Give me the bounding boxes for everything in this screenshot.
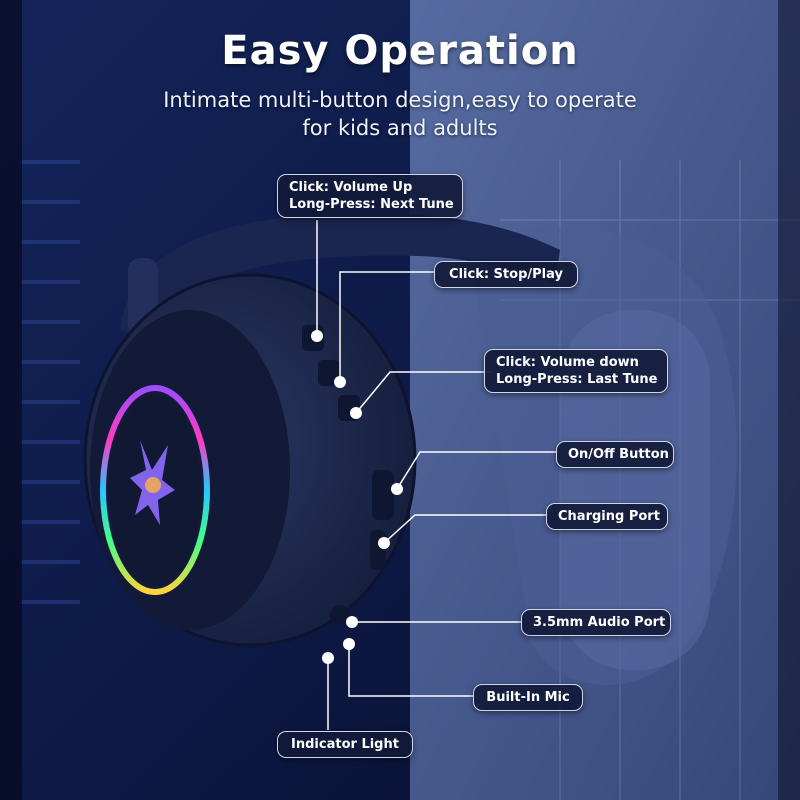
subtitle: Intimate multi-button design,easy to ope… bbox=[150, 86, 650, 142]
callout-volume-up-line-1: Click: Volume Up bbox=[289, 180, 413, 195]
callout-stop-play-label: Click: Stop/Play bbox=[449, 267, 563, 282]
page-title: Easy Operation bbox=[221, 28, 579, 74]
callout-volume-up-line-2: Long-Press: Next Tune bbox=[289, 197, 454, 212]
callout-built-in-mic-label: Built-In Mic bbox=[486, 690, 570, 705]
subtitle-line-2: for kids and adults bbox=[302, 116, 498, 140]
callout-volume-up: Click: Volume Up Long-Press: Next Tune bbox=[277, 174, 463, 218]
callout-charging-port: Charging Port bbox=[546, 503, 668, 530]
callout-built-in-mic: Built-In Mic bbox=[473, 684, 583, 711]
callout-volume-down-line-1: Click: Volume down bbox=[496, 355, 639, 370]
callout-audio-port-label: 3.5mm Audio Port bbox=[533, 615, 666, 630]
subtitle-line-1: Intimate multi-button design,easy to ope… bbox=[163, 88, 637, 112]
callout-stop-play: Click: Stop/Play bbox=[434, 261, 578, 288]
callout-volume-down: Click: Volume down Long-Press: Last Tune bbox=[484, 349, 668, 393]
callout-indicator-light-label: Indicator Light bbox=[291, 737, 399, 752]
callout-on-off-label: On/Off Button bbox=[568, 447, 669, 462]
callout-audio-port: 3.5mm Audio Port bbox=[521, 609, 671, 636]
callout-volume-down-line-2: Long-Press: Last Tune bbox=[496, 372, 658, 387]
callout-charging-port-label: Charging Port bbox=[558, 509, 660, 524]
callout-indicator-light: Indicator Light bbox=[277, 731, 413, 758]
callout-on-off: On/Off Button bbox=[556, 441, 674, 468]
